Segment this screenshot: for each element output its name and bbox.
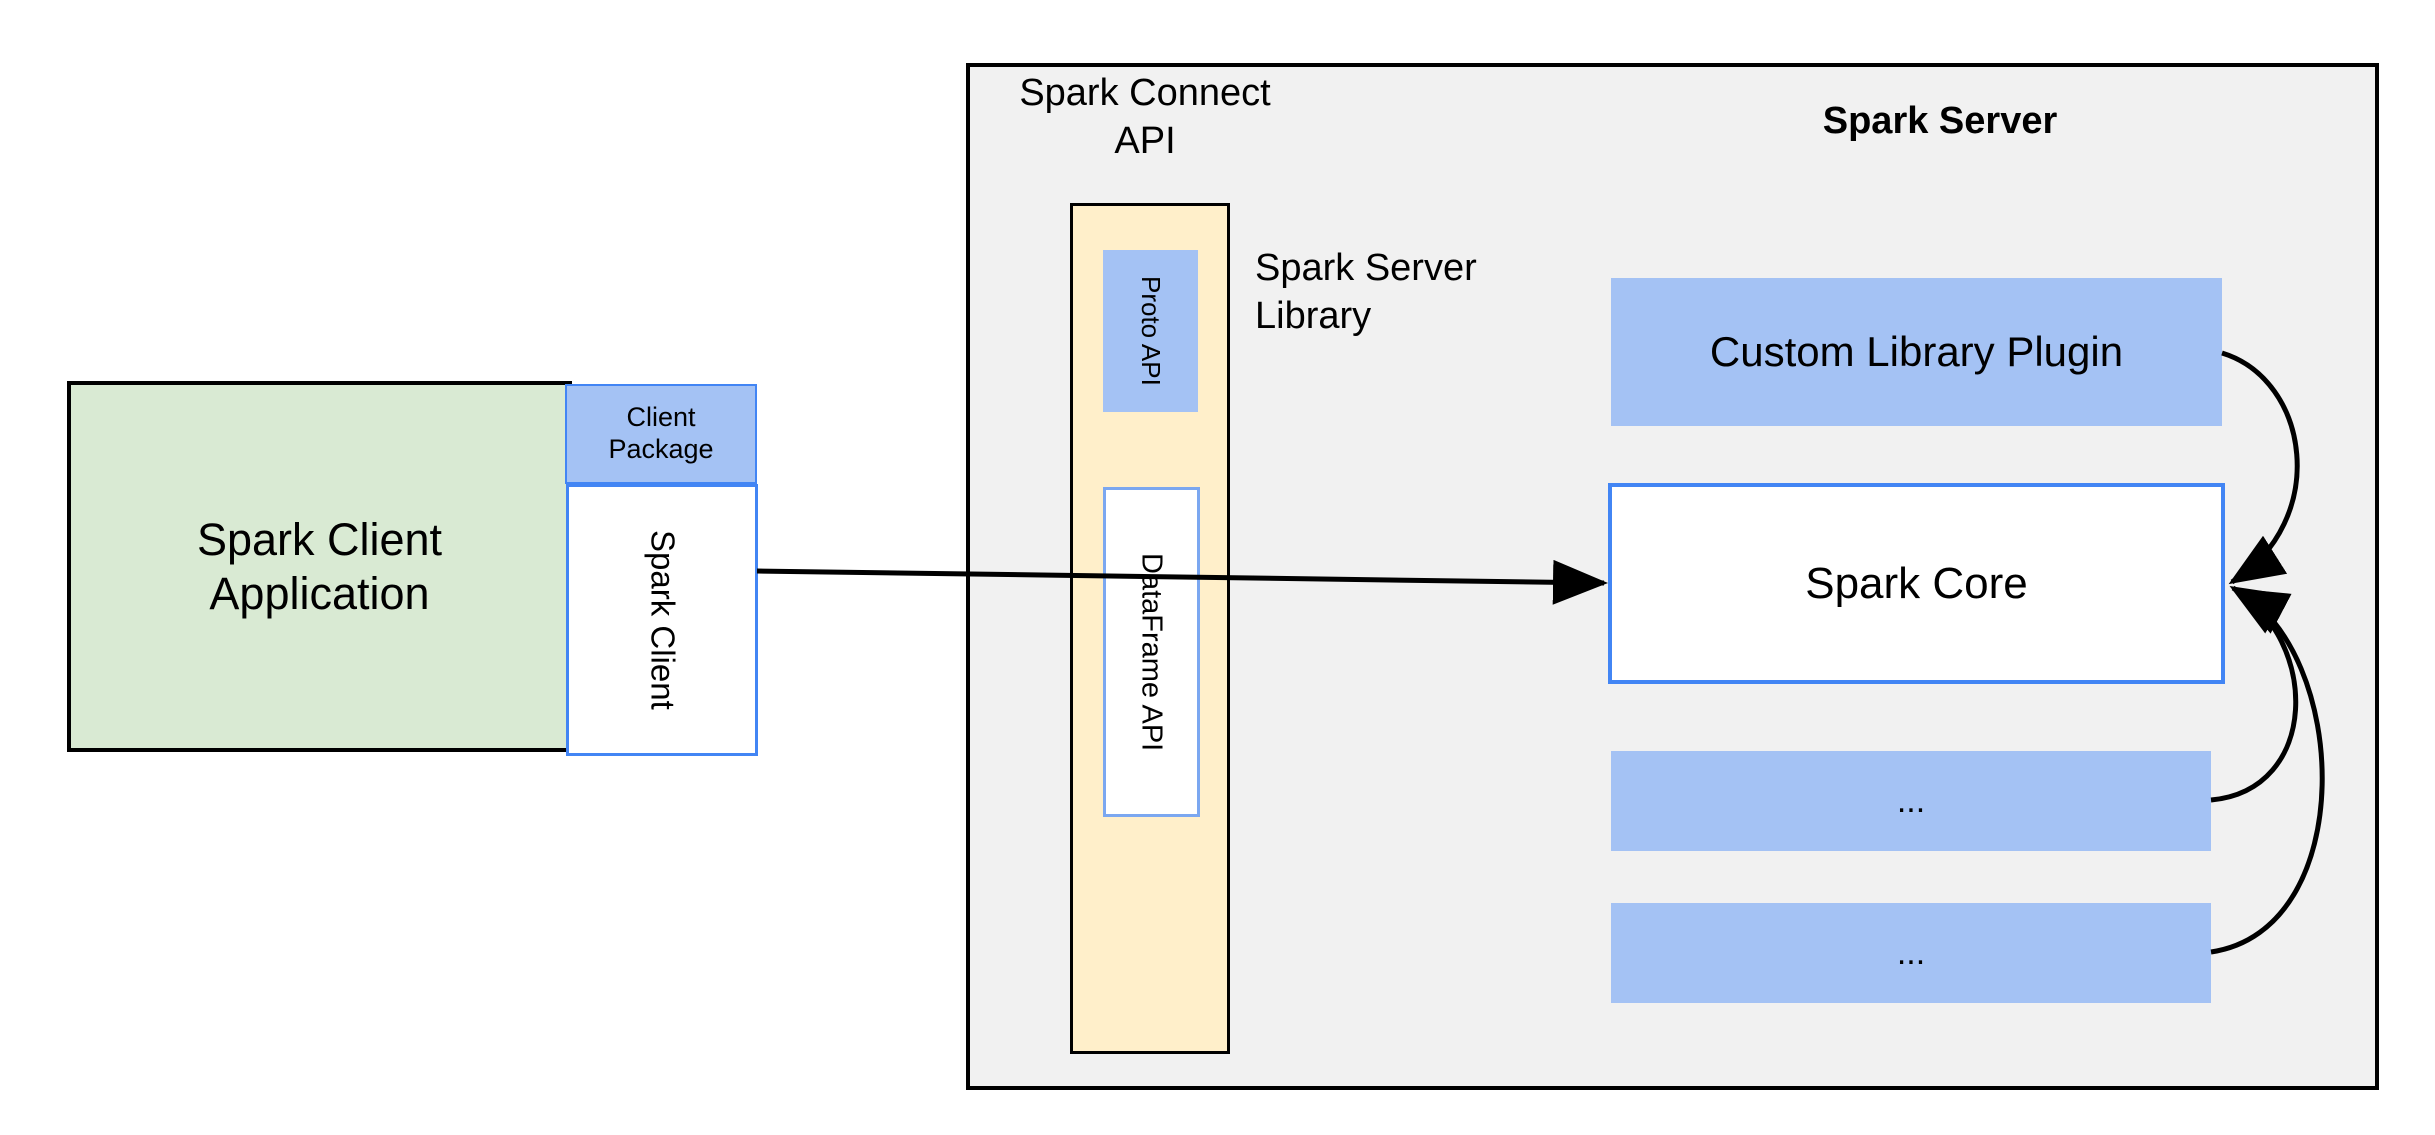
- spark-client-label: Spark Client: [644, 530, 682, 710]
- dataframe-api-box[interactable]: DataFrame API: [1103, 487, 1200, 817]
- client-package-box[interactable]: Client Package: [565, 384, 757, 484]
- module-ellipsis-2-label: ...: [1896, 933, 1926, 972]
- spark-server-title: Spark Server: [1822, 100, 2058, 142]
- custom-library-plugin-label: Custom Library Plugin: [1709, 328, 2124, 376]
- proto-api-box[interactable]: Proto API: [1103, 250, 1198, 412]
- spark-connect-api-label: Spark Connect API: [1019, 72, 1271, 162]
- module-ellipsis-2-box[interactable]: ...: [1611, 903, 2211, 1003]
- dataframe-api-label: DataFrame API: [1135, 552, 1168, 752]
- proto-api-label: Proto API: [1135, 276, 1166, 386]
- module-ellipsis-1-box[interactable]: ...: [1611, 751, 2211, 851]
- spark-core-label: Spark Core: [1805, 558, 2028, 608]
- spark-client-application-box[interactable]: Spark Client Application: [67, 381, 572, 752]
- custom-library-plugin-box[interactable]: Custom Library Plugin: [1611, 278, 2222, 426]
- spark-server-library-label: Spark Server Library: [1255, 247, 1477, 337]
- module-ellipsis-1-label: ...: [1896, 781, 1926, 820]
- spark-client-application-label: Spark Client Application: [196, 514, 443, 619]
- spark-core-box[interactable]: Spark Core: [1608, 483, 2225, 684]
- spark-client-box[interactable]: Spark Client: [566, 484, 758, 756]
- client-package-label: Client Package: [608, 402, 714, 464]
